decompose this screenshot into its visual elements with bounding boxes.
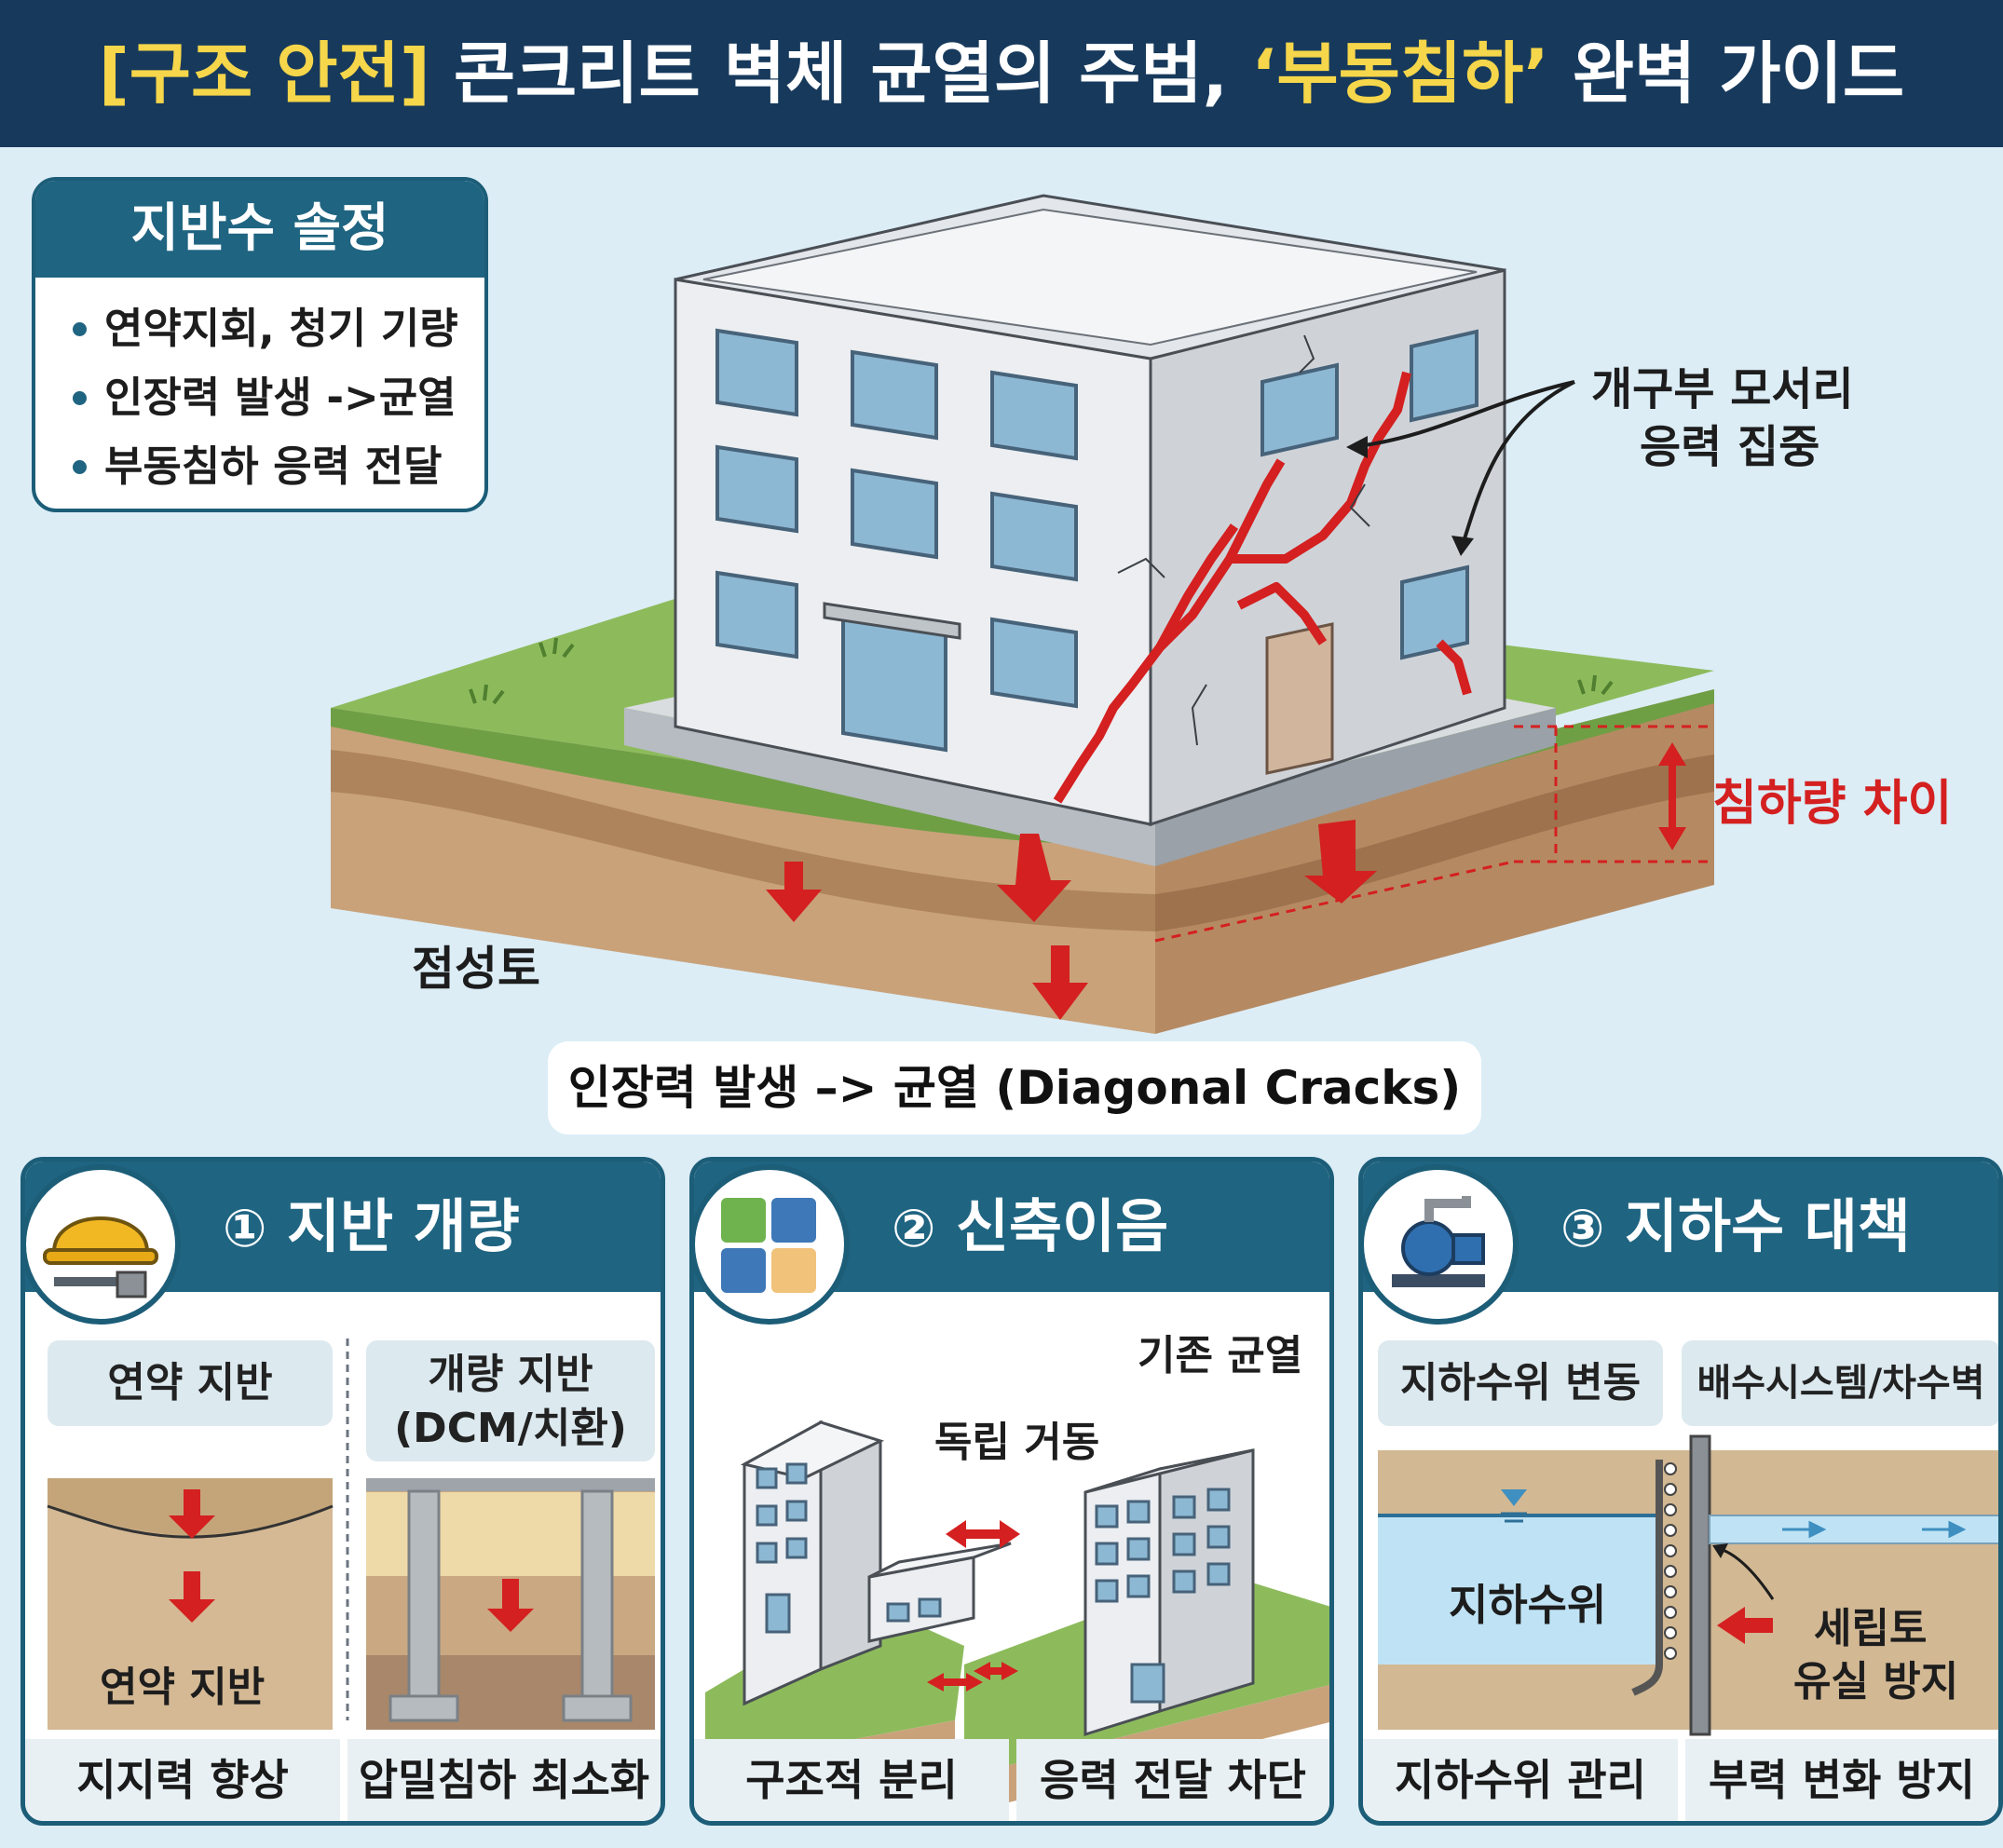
roof-parapet [702, 208, 1478, 346]
soil-layer-band-side [1155, 754, 1714, 931]
side-door [1265, 622, 1334, 775]
footer-buoyancy: 부력 변화 방지 [1685, 1739, 1998, 1821]
footer-consolidation: 압밀침하 최소화 [347, 1739, 661, 1821]
foundation-slab-front [624, 708, 1155, 866]
title-end: 완벽 가이드 [1548, 34, 1905, 113]
fines-loss-label-line2: 유실 방지 [1793, 1658, 1959, 1705]
entrance-canopy [823, 602, 961, 640]
info-item: 부동침하 응력 전달 [69, 432, 484, 501]
hairline-cracks [1117, 334, 1370, 746]
diagram-caption: 인장력 발생 –> 균열 (Diagonal Cracks) [548, 1041, 1481, 1135]
info-box: 지반수 솔정 연약지회, 청기 기량 인장력 발생 ->균열 부동침하 응력 전… [32, 177, 488, 512]
grass-tufts [469, 637, 1614, 705]
panel-title: ③ 지하수 대책 [1560, 1192, 1911, 1260]
settlement-measure [1154, 725, 1714, 943]
tag-drainage-system: 배수시스템/차수벽 [1682, 1340, 1998, 1426]
groundwater-level-label: 지하수위 [1449, 1580, 1607, 1630]
hardhat-tools-icon [20, 1164, 181, 1325]
panel-groundwater: ③ 지하수 대책 지하수위 변동 배수시스템/차수벽 지하수위 세립토 유실 방… [1358, 1157, 2003, 1826]
side-windows [1260, 329, 1478, 660]
footer-water-management: 지하수위 관리 [1363, 1739, 1678, 1821]
header-bar [0, 0, 2003, 147]
page-title: [구조 안전] 콘크리트 벽체 균열의 주범, ‘부동침하’ 완벽 가이드 [0, 0, 2003, 147]
title-bracket: [구조 안전] [98, 34, 430, 113]
callout-opening-line1: 개구부 모서리 [1591, 363, 1854, 415]
info-box-list: 연약지회, 청기 기량 인장력 발생 ->균열 부동침하 응력 전달 [35, 278, 484, 501]
info-item: 연약지회, 청기 기량 [69, 294, 484, 363]
ground-improvement-diagram [47, 1338, 655, 1730]
settlement-difference-label: 침하량 차이 [1712, 776, 1953, 832]
settlement-arrows [766, 820, 1377, 1020]
panel-title: ① 지반 개량 [223, 1192, 520, 1260]
panel-title: ② 신축이음 [892, 1192, 1169, 1260]
clay-soil-label: 점성토 [412, 942, 540, 996]
fines-loss-label-line1: 세립토 [1814, 1605, 1928, 1652]
groundwater-diagram [1378, 1434, 1998, 1736]
footer-stress-block: 응력 전달 차단 [1016, 1739, 1329, 1821]
info-box-title: 지반수 솔정 [35, 181, 484, 278]
tag-improved-ground: 개량 지반(DCM/치환) [366, 1340, 655, 1461]
soil-layer-band [331, 750, 1155, 931]
puzzle-icon [689, 1164, 850, 1325]
water-pump-icon [1358, 1164, 1519, 1325]
diagonal-cracks [1053, 371, 1472, 804]
callout-opening-line2: 응력 집중 [1640, 421, 1820, 473]
callout-arrows [1350, 380, 1575, 546]
front-windows [715, 328, 1078, 753]
tag-weak-ground: 연약 지반 [48, 1340, 333, 1426]
title-highlight: ‘부동침하’ [1251, 34, 1549, 113]
tag-water-level-change: 지하수위 변동 [1378, 1340, 1663, 1426]
footer-bearing: 지지력 향상 [25, 1739, 340, 1821]
building-settlement-illustration [331, 194, 1714, 1034]
existing-crack-label: 기존 균열 [1138, 1332, 1303, 1379]
title-mid: 콘크리트 벽체 균열의 주범, [453, 34, 1252, 113]
weak-ground-label: 연약 지반 [100, 1664, 266, 1711]
foundation-slab-side [1155, 708, 1556, 866]
independent-movement-label: 독립 거동 [934, 1419, 1100, 1466]
info-item: 인장력 발생 ->균열 [69, 363, 484, 432]
footer-structural-separation: 구조적 분리 [694, 1739, 1009, 1821]
